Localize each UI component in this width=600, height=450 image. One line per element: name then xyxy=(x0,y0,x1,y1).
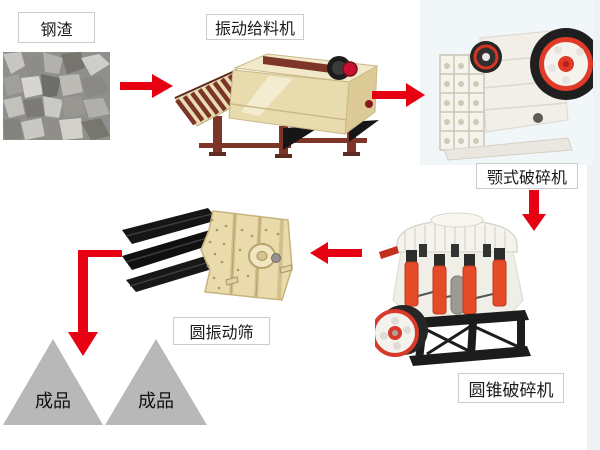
jaw-crusher-image xyxy=(420,0,593,165)
label-cone-crusher: 圆锥破碎机 xyxy=(458,373,564,403)
flow-arrow-right-1-icon xyxy=(120,74,173,98)
vibrating-feeder-image xyxy=(171,42,387,160)
label-steel-slag: 钢渣 xyxy=(18,12,95,43)
flow-arrow-left-icon xyxy=(310,242,362,264)
product-label-left: 成品 xyxy=(35,391,71,411)
product-label-right: 成品 xyxy=(138,391,174,411)
flow-arrow-elbow-down-icon xyxy=(68,250,122,356)
circular-vibrating-screen-image xyxy=(122,200,314,306)
label-jaw-crusher: 颚式破碎机 xyxy=(476,163,578,189)
label-vibrating-feeder: 振动给料机 xyxy=(206,14,304,40)
steel-slag-image xyxy=(3,52,110,140)
cone-crusher-image xyxy=(375,200,545,370)
label-circular-screen: 圆振动筛 xyxy=(173,317,270,345)
